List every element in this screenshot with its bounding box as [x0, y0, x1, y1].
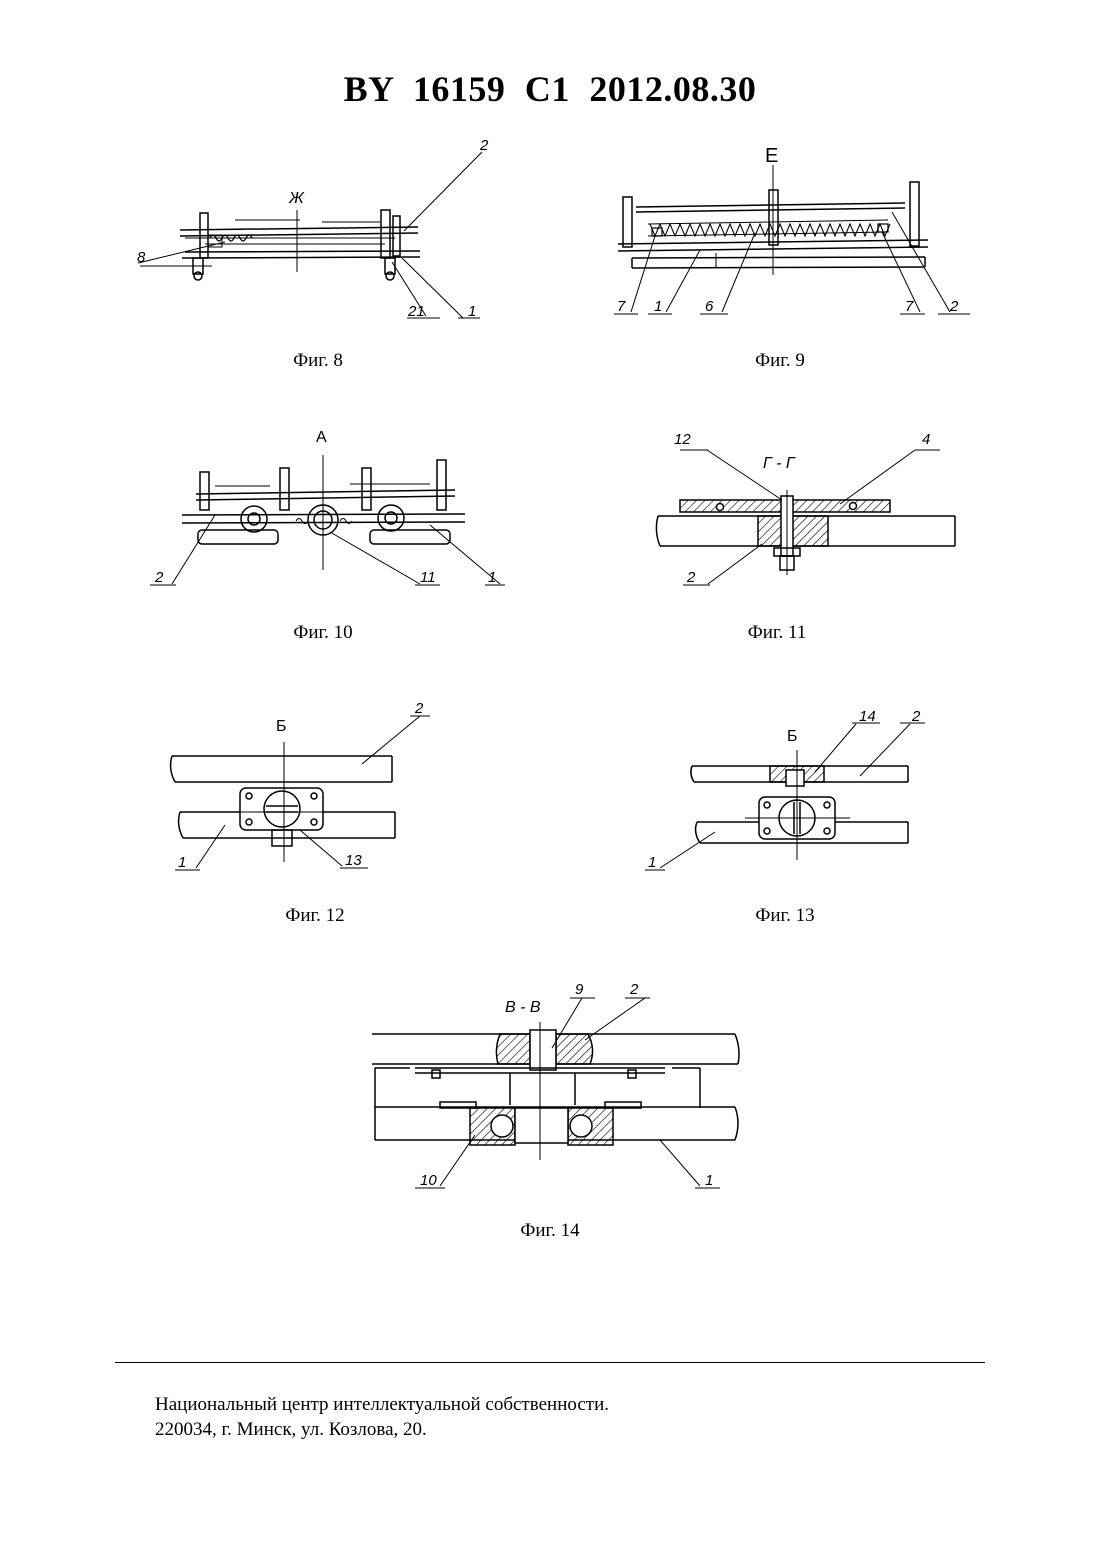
fig11-callout-2: 2 [686, 569, 696, 586]
fig14-callout-9: 9 [575, 981, 584, 998]
figure-9-caption: Фиг. 9 [700, 350, 860, 372]
fig13-callout-1: 1 [648, 854, 656, 871]
fig14-callout-2: 2 [629, 981, 639, 998]
fig8-callout-2: 2 [479, 137, 489, 154]
fig13-section-label: Б [787, 728, 798, 745]
fig9-section-label: Е [765, 145, 778, 167]
figure-8-caption: Фиг. 8 [238, 350, 398, 372]
fig9-callout-1: 1 [654, 298, 662, 315]
fig8-callout-8: 8 [137, 249, 146, 266]
figure-14-drawing: В - В 9 2 10 1 [0, 0, 1, 1]
fig8-callout-21: 21 [407, 303, 425, 320]
fig14-section-label: В - В [505, 999, 541, 1016]
fig9-callout-6: 6 [705, 298, 714, 315]
fig14-callout-1: 1 [705, 1172, 713, 1189]
fig9-callout-7-left: 7 [617, 298, 626, 315]
fig9-callout-2: 2 [949, 298, 959, 315]
fig10-callout-1: 1 [488, 569, 496, 586]
fig8-callout-1: 1 [468, 303, 476, 320]
fig11-section-label: Г - Г [763, 455, 796, 472]
figure-10-caption: Фиг. 10 [243, 622, 403, 644]
fig14-callout-10: 10 [420, 1172, 437, 1189]
fig11-callout-12: 12 [674, 431, 691, 448]
fig11-callout-4: 4 [922, 431, 930, 448]
fig13-callout-2: 2 [911, 708, 921, 725]
fig12-callout-1: 1 [178, 854, 186, 871]
fig10-section-label: А [316, 429, 327, 446]
footer-organization: Национальный центр интеллектуальной собс… [155, 1392, 609, 1417]
fig9-callout-7-right: 7 [905, 298, 914, 315]
fig12-callout-2: 2 [414, 700, 424, 717]
fig8-section-label: Ж [288, 190, 305, 207]
fig13-callout-14: 14 [859, 708, 876, 725]
document-header: BY 16159 C1 2012.08.30 [0, 68, 1100, 110]
fig12-callout-13: 13 [345, 852, 362, 869]
fig10-callout-2: 2 [154, 569, 164, 586]
figure-11-caption: Фиг. 11 [697, 622, 857, 644]
figure-13-caption: Фиг. 13 [705, 905, 865, 927]
figure-12-caption: Фиг. 12 [235, 905, 395, 927]
footer-divider [115, 1362, 985, 1363]
figure-14-caption: Фиг. 14 [470, 1220, 630, 1242]
fig10-callout-11: 11 [420, 569, 436, 586]
fig12-section-label: Б [276, 718, 287, 735]
footer-address: 220034, г. Минск, ул. Козлова, 20. [155, 1417, 609, 1442]
footer: Национальный центр интеллектуальной собс… [155, 1392, 609, 1442]
